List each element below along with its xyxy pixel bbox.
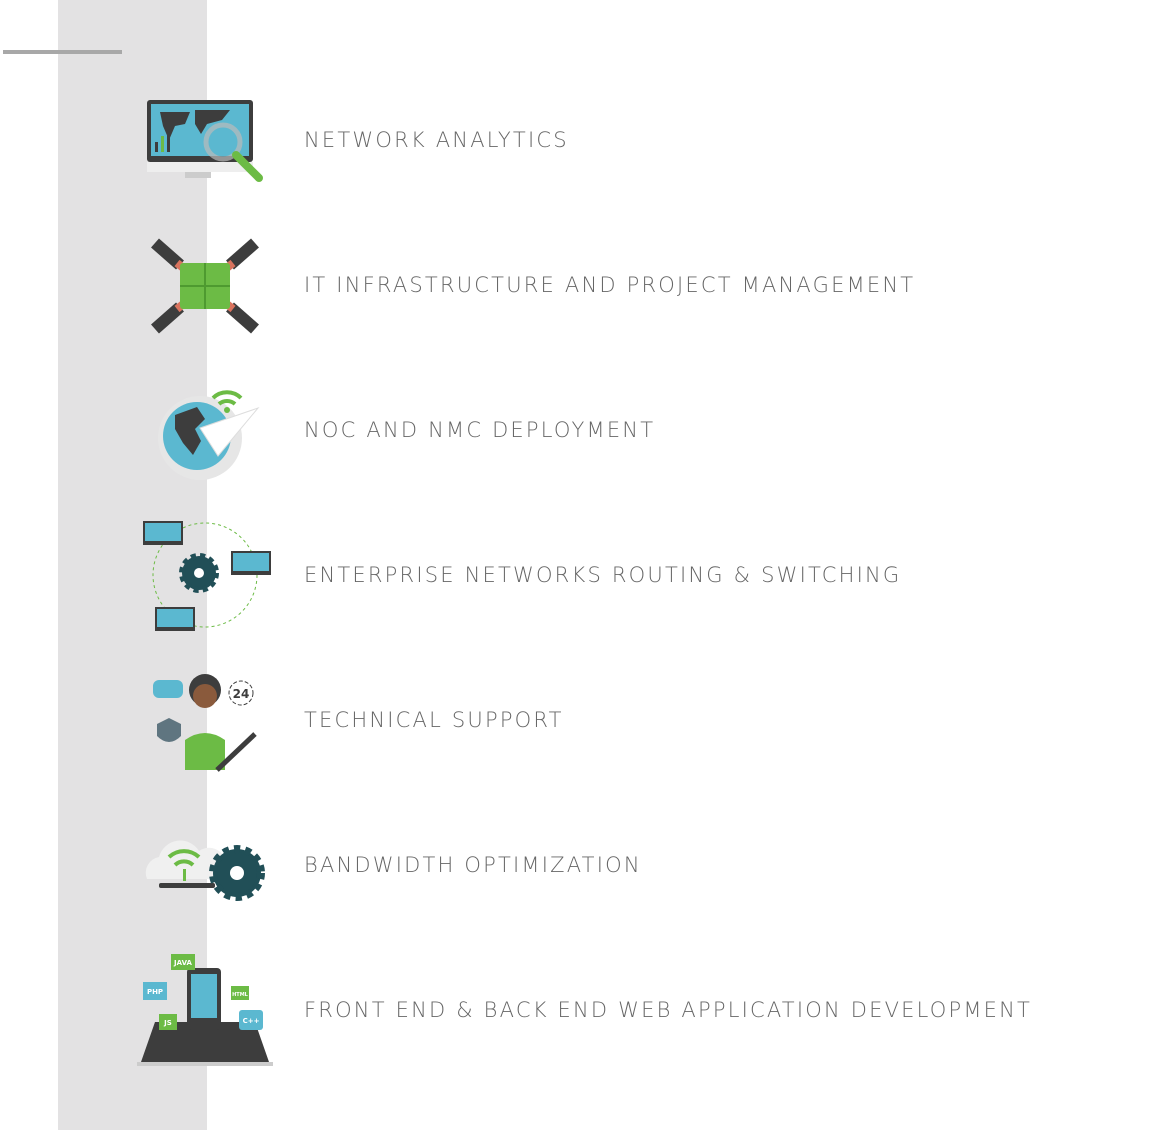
tag-java: JAVA [173, 959, 192, 967]
header-divider [3, 50, 122, 54]
hours-badge: 24 [233, 687, 250, 701]
service-label: BANDWIDTH OPTIMIZATION [304, 853, 642, 877]
cloud-gear-icon [130, 800, 280, 930]
service-label: FRONT END & BACK END WEB APPLICATION DEV… [304, 998, 1033, 1022]
laptop-code-icon: JAVA PHP HTML JS C++ [130, 945, 280, 1075]
network-gear-icon [130, 510, 280, 640]
service-enterprise-networks: ENTERPRISE NETWORKS ROUTING & SWITCHING [130, 510, 1130, 640]
side-band [58, 0, 207, 1130]
service-label: NETWORK ANALYTICS [304, 128, 569, 152]
globe-wifi-icon [130, 365, 280, 495]
puzzle-hands-icon [130, 220, 280, 350]
service-network-analytics: NETWORK ANALYTICS [130, 75, 1130, 205]
tag-cpp: C++ [243, 1017, 260, 1025]
service-it-infrastructure: IT INFRASTRUCTURE AND PROJECT MANAGEMENT [130, 220, 1130, 350]
tag-js: JS [163, 1019, 172, 1027]
service-label: TECHNICAL SUPPORT [304, 708, 564, 732]
service-web-development: JAVA PHP HTML JS C++ FRONT END & BACK END WE… [130, 945, 1130, 1075]
service-noc-nmc: NOC AND NMC DEPLOYMENT [130, 365, 1130, 495]
tag-html: HTML [232, 992, 249, 998]
monitor-magnifier-icon [130, 75, 280, 205]
service-bandwidth: BANDWIDTH OPTIMIZATION [130, 800, 1130, 930]
tag-php: PHP [147, 988, 163, 996]
service-label: NOC AND NMC DEPLOYMENT [304, 418, 656, 442]
support-agent-icon: 24 [130, 655, 280, 785]
service-label: ENTERPRISE NETWORKS ROUTING & SWITCHING [304, 563, 902, 587]
service-technical-support: 24 TECHNICAL SUPPORT [130, 655, 1130, 785]
service-label: IT INFRASTRUCTURE AND PROJECT MANAGEMENT [304, 273, 916, 297]
